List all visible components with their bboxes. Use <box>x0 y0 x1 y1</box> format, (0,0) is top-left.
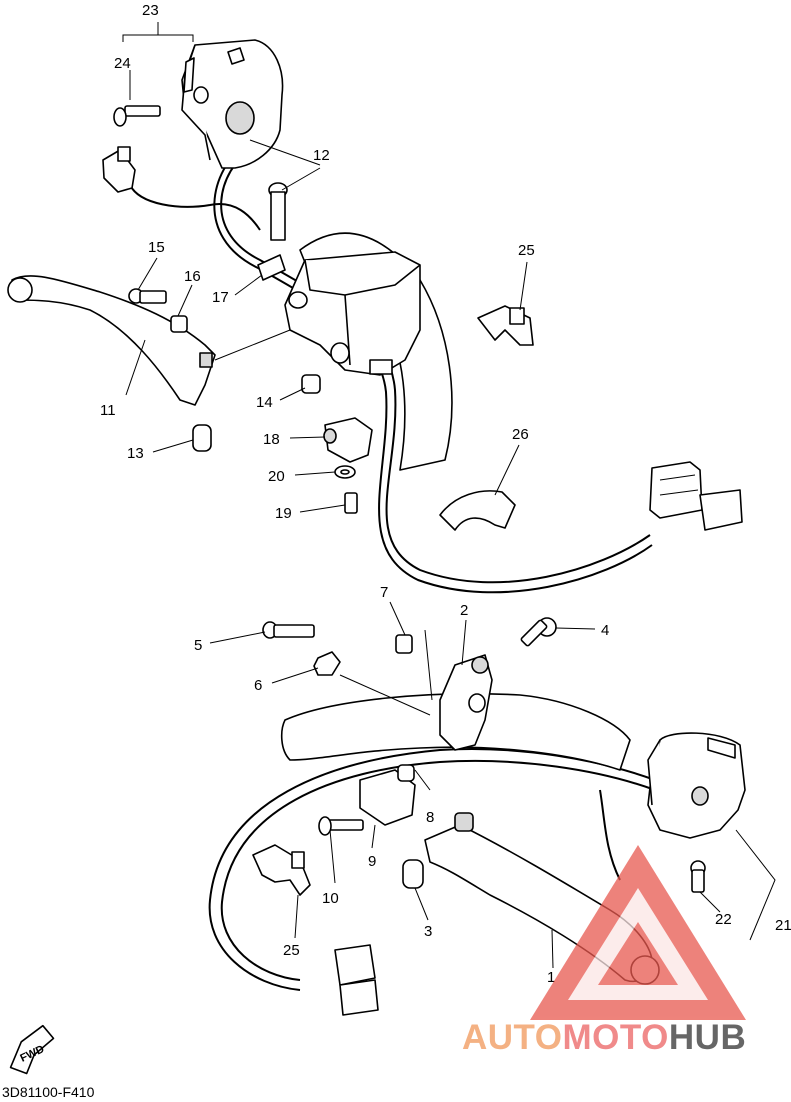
upper-connector <box>649 461 743 531</box>
screw-7 <box>395 634 413 654</box>
drawing-code: 3D81100-F410 <box>2 1084 95 1100</box>
washer-20 <box>334 465 356 479</box>
screw-19 <box>344 492 358 514</box>
callout-26: 26 <box>512 426 529 443</box>
right-handlebar-switch <box>647 732 746 839</box>
bush-13 <box>192 424 212 452</box>
watermark-auto: AUTO <box>462 1018 563 1057</box>
callout-23: 23 <box>142 2 159 19</box>
collar-14 <box>301 374 321 394</box>
callout-19: 19 <box>275 505 292 522</box>
callout-numbers: 23 24 12 15 16 17 25 11 14 18 13 20 26 1… <box>100 2 791 986</box>
callout-8: 8 <box>426 809 434 826</box>
callout-18: 18 <box>263 431 280 448</box>
callout-13: 13 <box>127 445 144 462</box>
callout-3: 3 <box>424 923 432 940</box>
brake-switch-18 <box>323 417 373 463</box>
watermark-triangle <box>530 845 746 1020</box>
nut-6 <box>313 651 341 676</box>
callout-15: 15 <box>148 239 165 256</box>
watermark-logo: AUTOMOTOHUB <box>462 1018 746 1058</box>
bolt-15 <box>128 288 167 304</box>
clamp-25-lower <box>252 844 311 896</box>
collar-8 <box>397 764 415 782</box>
callout-10: 10 <box>322 890 339 907</box>
upper-wire-harness <box>220 149 651 584</box>
upper-terminal-wire <box>129 184 261 231</box>
clutch-lever-holder <box>439 654 493 751</box>
callout-7: 7 <box>380 584 388 601</box>
screw-22 <box>690 860 706 893</box>
brake-master-cylinder <box>284 251 421 376</box>
callout-24: 24 <box>114 55 131 72</box>
upper-wire-harness-inner <box>213 144 653 594</box>
callout-25-upper: 25 <box>518 242 535 259</box>
callout-4: 4 <box>601 622 609 639</box>
collar-16 <box>170 315 188 333</box>
front-brake-lever <box>7 275 216 406</box>
clutch-switch-9 <box>359 769 416 826</box>
callout-25-lower: 25 <box>283 942 300 959</box>
collar-3 <box>402 859 424 889</box>
lower-wire-harness-inner <box>220 759 656 981</box>
callout-17: 17 <box>212 289 229 306</box>
bolt-12 <box>268 182 288 241</box>
lower-connector <box>334 944 379 1016</box>
callout-16: 16 <box>184 268 201 285</box>
watermark-hub: HUB <box>668 1018 747 1057</box>
callout-5: 5 <box>194 637 202 654</box>
upper-switch-terminal <box>102 146 136 193</box>
screw-24 <box>113 105 161 127</box>
callout-14: 14 <box>256 394 273 411</box>
bolt-5 <box>262 621 315 639</box>
callout-6: 6 <box>254 677 262 694</box>
leader-lines <box>122 22 776 969</box>
callout-20: 20 <box>268 468 285 485</box>
callout-12: 12 <box>313 147 330 164</box>
callout-1: 1 <box>547 969 555 986</box>
fwd-arrow: FWD <box>9 1024 55 1075</box>
callout-21: 21 <box>775 917 791 934</box>
pin-10 <box>318 816 364 836</box>
callout-2: 2 <box>460 602 468 619</box>
callout-9: 9 <box>368 853 376 870</box>
callout-11: 11 <box>100 402 116 419</box>
upper-handlebar-switch <box>181 39 284 169</box>
watermark-moto: MOTO <box>562 1018 669 1057</box>
callout-22: 22 <box>715 911 732 928</box>
clamp-26 <box>439 490 516 531</box>
clamp-25-upper <box>477 305 534 346</box>
spring-17 <box>257 254 286 281</box>
bolt-4 <box>520 617 557 647</box>
lower-wire-branch <box>599 789 621 881</box>
